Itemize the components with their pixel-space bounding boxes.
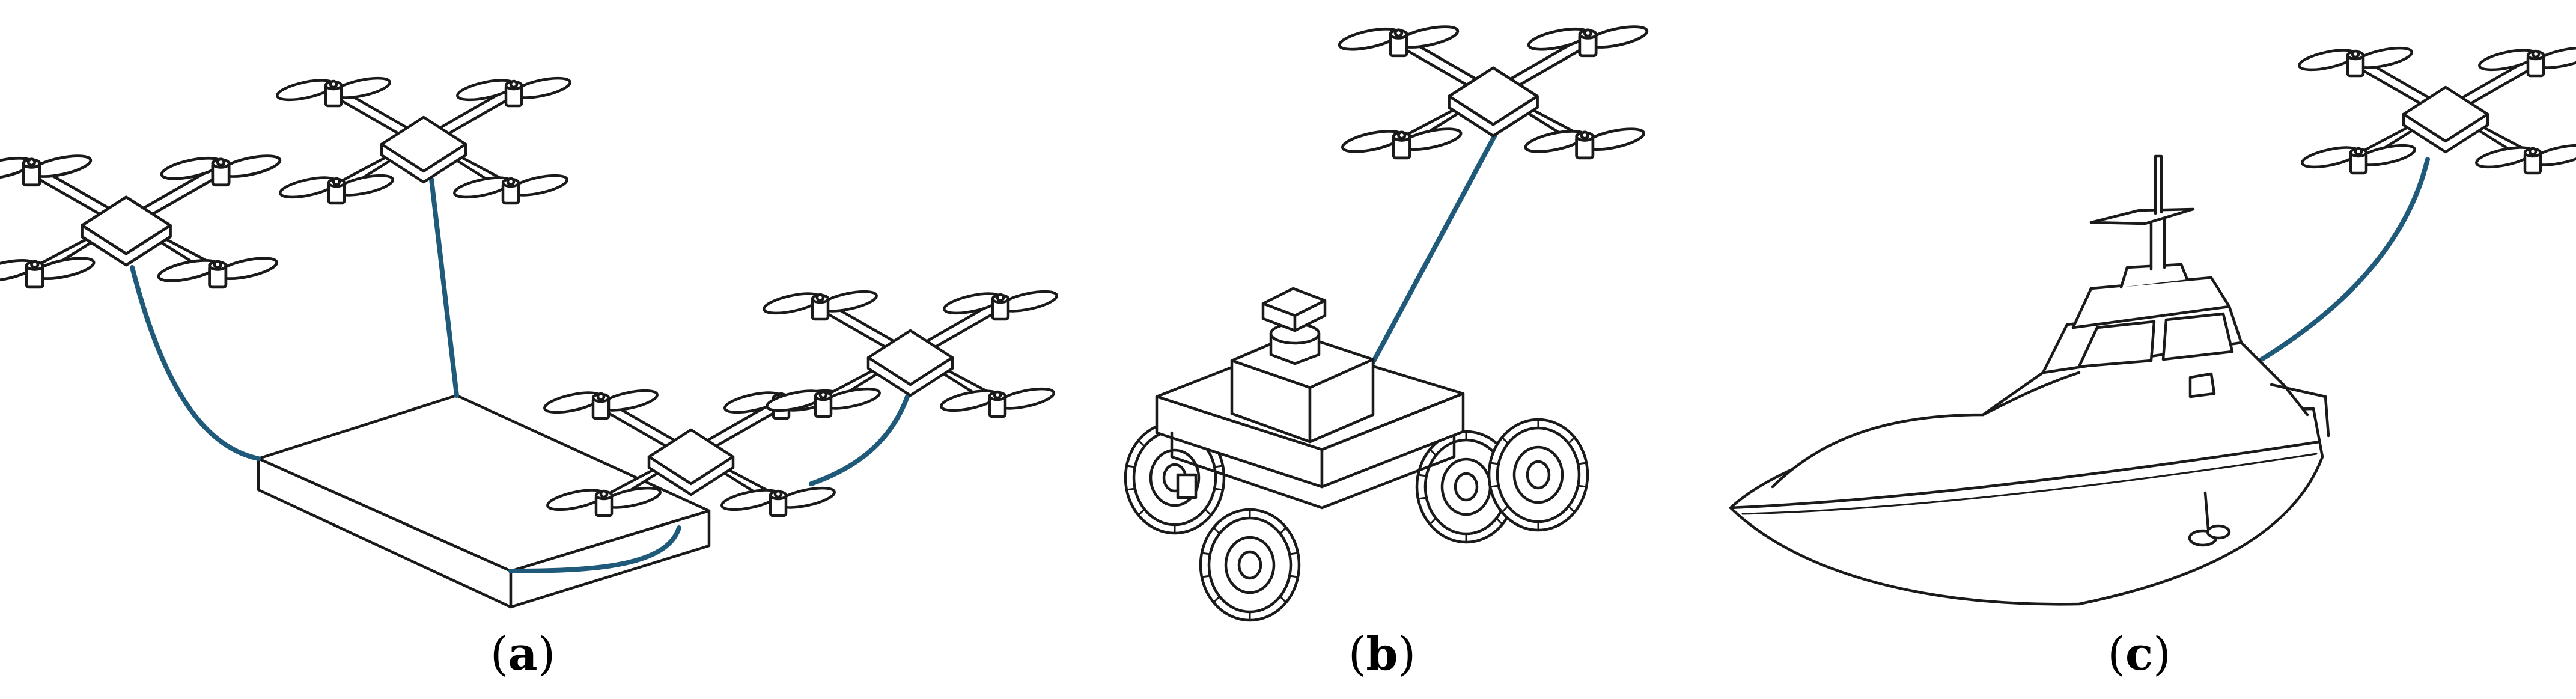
tether-cable — [429, 177, 459, 398]
panel-c-illustration — [1729, 0, 2576, 606]
quadrotor-icon — [2298, 44, 2576, 173]
slab-icon — [257, 394, 711, 609]
panel-b: (b) — [1070, 0, 1682, 699]
tether-cable — [1368, 133, 1497, 370]
panel-c-caption: (c) — [2107, 627, 2171, 680]
panel-c: (c) — [1707, 0, 2576, 699]
tether-cable — [809, 394, 910, 486]
panel-a: (a) — [0, 0, 1058, 699]
panel-b-caption: (b) — [1348, 627, 1416, 680]
quadrotor-icon — [763, 288, 1058, 417]
tether-cable — [130, 265, 261, 461]
quadrotor-icon — [276, 75, 572, 203]
panel-a-caption: (a) — [490, 627, 556, 680]
quadrotor-icon — [0, 152, 282, 287]
tether-cable — [508, 525, 681, 573]
ground-robot-icon — [1125, 287, 1588, 620]
boat-icon — [1729, 154, 2330, 606]
panel-a-illustration — [0, 0, 1058, 609]
panel-b-illustration — [1070, 0, 1682, 625]
